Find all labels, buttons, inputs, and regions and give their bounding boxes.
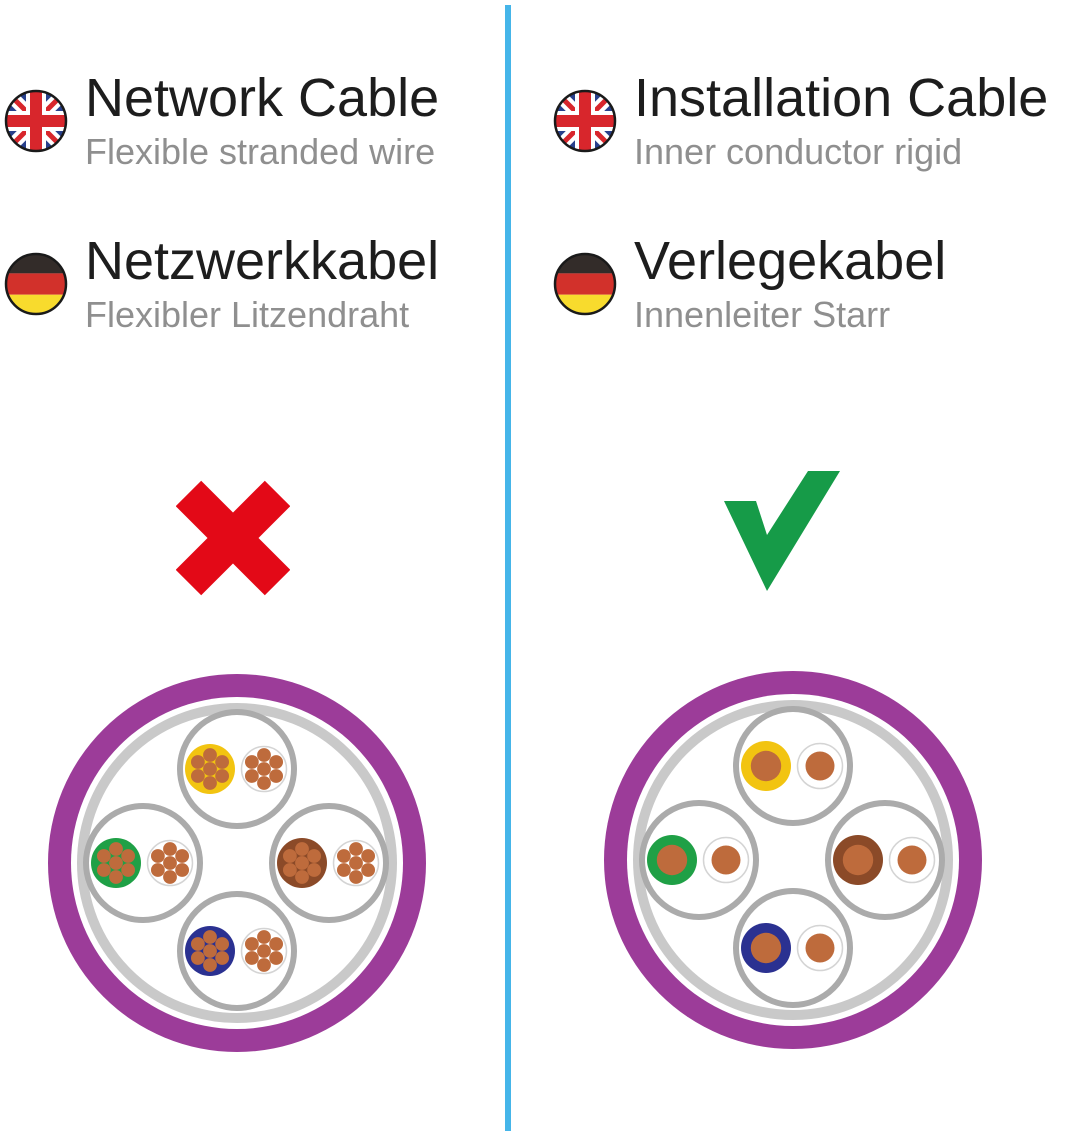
right-english-subtitle: Inner conductor rigid <box>634 131 963 173</box>
twisted-pair-yellow <box>733 706 853 826</box>
germany-flag-icon <box>553 252 617 316</box>
germany-flag-icon <box>4 252 68 316</box>
right-german-header: Verlegekabel Innenleiter Starr <box>553 231 947 336</box>
left-german-header: Netzwerkkabel Flexibler Litzendraht <box>4 231 440 336</box>
left-english-header: Network Cable Flexible stranded wire <box>4 68 440 173</box>
uk-flag-icon <box>4 89 68 153</box>
twisted-pair-blue <box>177 891 297 1011</box>
left-german-subtitle: Flexibler Litzendraht <box>85 294 410 336</box>
twisted-pair-green <box>83 803 203 923</box>
solid-cable-cross-section <box>601 668 985 1052</box>
uk-flag-icon <box>553 89 617 153</box>
stranded-cable-cross-section <box>45 671 429 1055</box>
twisted-pair-brown <box>269 803 389 923</box>
left-german-title: Netzwerkkabel <box>85 231 440 291</box>
right-english-header: Installation Cable Inner conductor rigid <box>553 68 1049 173</box>
twisted-pair-blue <box>733 888 853 1008</box>
right-english-title: Installation Cable <box>634 68 1049 128</box>
left-english-title: Network Cable <box>85 68 440 128</box>
cross-icon <box>176 479 290 597</box>
divider-line <box>505 5 511 1131</box>
twisted-pair-yellow <box>177 709 297 829</box>
right-german-title: Verlegekabel <box>634 231 947 291</box>
twisted-pair-brown <box>825 800 945 920</box>
twisted-pair-green <box>639 800 759 920</box>
right-german-subtitle: Innenleiter Starr <box>634 294 891 336</box>
check-icon <box>722 461 843 595</box>
left-english-subtitle: Flexible stranded wire <box>85 131 436 173</box>
